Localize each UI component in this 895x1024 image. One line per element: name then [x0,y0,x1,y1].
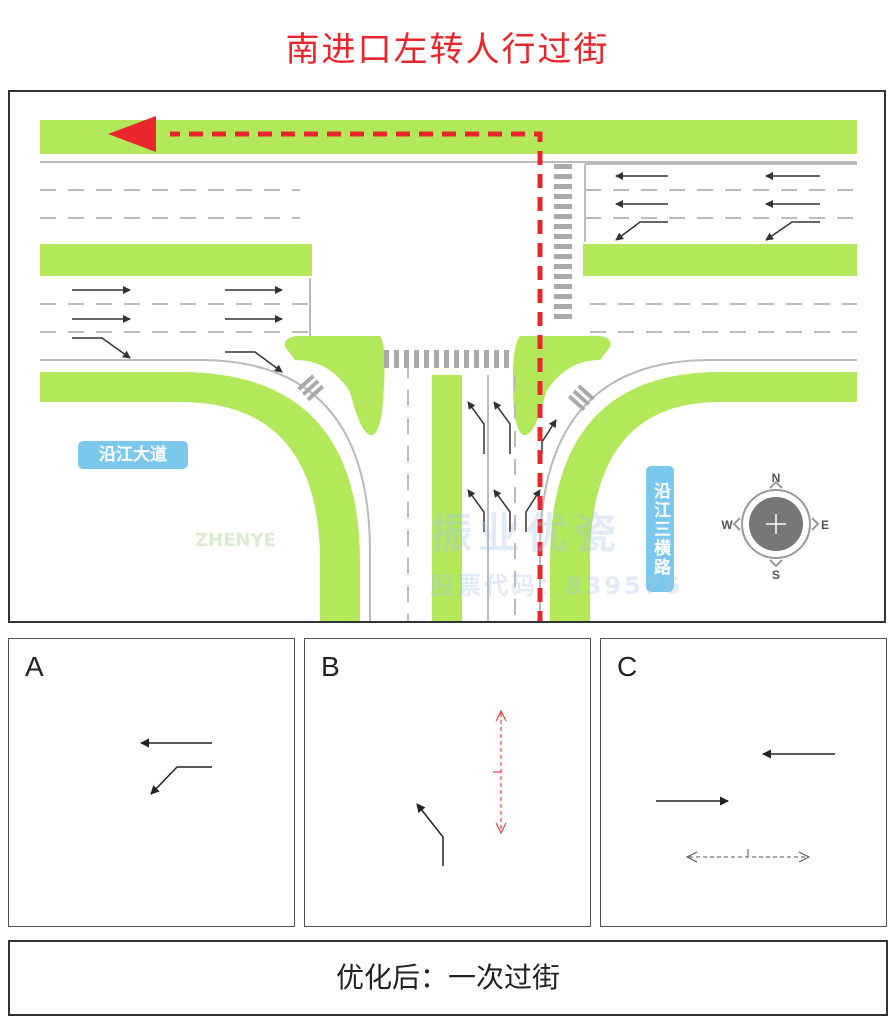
compass-n: N [772,471,781,485]
west-island [284,335,385,436]
se-diagonal-crosswalk [567,384,595,412]
panel-c-ped-arrow-right [798,851,811,863]
compass-s: S [772,568,780,582]
intersection-diagram: N S E W 沿江大道 沿江三横路 ZHENYE 振业优瓷 股票代码：8395… [8,90,886,623]
west-middle-median [40,244,312,276]
west-road-label: 沿江大道 [78,441,188,469]
east-middle-median [583,244,857,276]
panel-c-arrows [656,749,835,863]
panel-c: C [600,638,887,927]
panel-b: B [304,638,591,927]
south-median [432,375,462,621]
footer-caption: 优化后：一次过街 [8,940,888,1016]
east-road-label: 沿江三横路 [646,466,674,592]
compass-w: W [721,518,733,532]
east-island [512,335,611,436]
south-approach-arrows [467,401,557,532]
panel-a-left-turn-arrow [150,766,212,795]
pedestrian-path-arrowhead [108,116,156,152]
se-green-corner [550,372,857,621]
panel-a-arrows [140,738,212,795]
panel-c-ped-arrow-left [685,851,698,863]
panel-a-label: A [25,651,44,682]
panel-b-left-turn-arrow [416,803,444,866]
west-upper-lane-dashes [40,189,300,219]
intersection-map: N S E W [40,116,857,621]
compass-e: E [821,518,829,532]
north-median [40,120,857,154]
sw-curb-arc [199,359,371,621]
east-crosswalk [554,164,572,319]
west-approach-arrows [72,286,283,373]
west-lower-lane-dashes [40,303,310,333]
east-lower-lane-dashes [590,303,857,333]
south-crosswalk [384,350,509,368]
diagram-title: 南进口左转人行过街 [285,30,610,70]
east-approach-arrows [615,172,820,241]
sw-diagonal-crosswalk [297,374,325,402]
compass-icon [732,480,820,568]
left-turn-pedestrian-path [170,131,543,621]
east-upper-lane-dashes [585,189,857,219]
panel-b-ped-arrow-bottom [495,822,507,835]
panel-b-arrows [416,709,507,866]
panel-b-label: B [321,651,340,682]
panel-c-label: C [617,651,638,682]
panel-a: A [8,638,295,927]
panel-b-ped-arrow-top [495,709,507,722]
sw-green-corner [40,372,360,621]
